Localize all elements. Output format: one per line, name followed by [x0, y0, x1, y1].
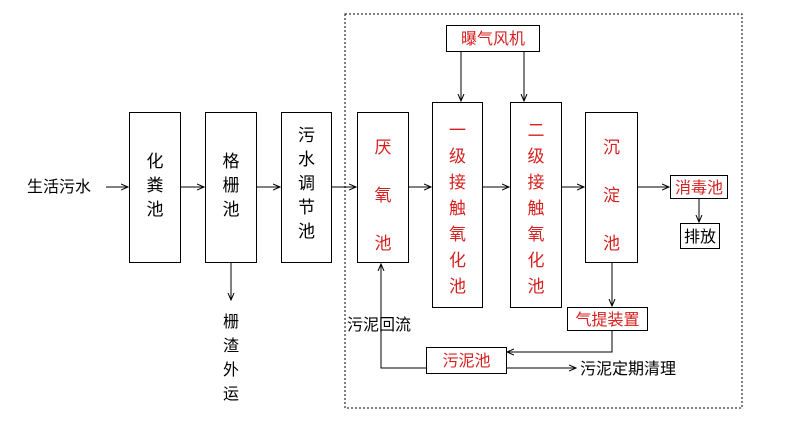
treatment-boundary — [344, 13, 743, 409]
sludge-return-label: 污泥回流 — [347, 315, 412, 334]
vertical-char: 接 — [449, 173, 466, 193]
vertical-char: 节 — [298, 198, 315, 218]
vertical-char: 池 — [146, 200, 164, 220]
arrow-sludge-return — [381, 264, 426, 369]
grille-residue-label: 栅渣外运 — [222, 310, 240, 406]
secondary-contact-oxidation-box: 二级接触氧化池 — [510, 102, 562, 308]
vertical-char: 触 — [527, 199, 545, 219]
vertical-char: 池 — [527, 277, 545, 297]
vertical-char: 二 — [527, 121, 545, 141]
primary-contact-oxidation-label: 一级接触氧化池 — [433, 118, 482, 300]
vertical-char: 污 — [298, 126, 315, 146]
discharge-box: 排放 — [680, 223, 720, 249]
grille-tank-box: 格栅池 — [205, 112, 257, 263]
sedimentation-tank-label: 沉淀池 — [586, 124, 637, 268]
vertical-char: 池 — [603, 234, 620, 254]
vertical-char: 级 — [449, 147, 466, 167]
vertical-char: 氧 — [527, 225, 545, 245]
vertical-char: 池 — [449, 277, 466, 297]
vertical-char: 池 — [298, 222, 315, 242]
vertical-char: 调 — [298, 174, 315, 194]
vertical-char: 格 — [222, 152, 240, 172]
primary-contact-oxidation-box: 一级接触氧化池 — [432, 102, 483, 308]
vertical-char: 粪 — [146, 176, 164, 196]
anaerobic-tank-label: 厌氧池 — [358, 124, 408, 268]
vertical-char: 氧 — [374, 186, 392, 206]
equalization-tank-label: 污水调节池 — [282, 124, 331, 244]
sludge-cleanup-label: 污泥定期清理 — [580, 359, 677, 378]
disinfection-tank-box: 消毒池 — [670, 175, 728, 199]
vertical-char: 栅 — [222, 312, 239, 331]
secondary-contact-oxidation-label: 二级接触氧化池 — [511, 118, 561, 300]
air-lift-device-box: 气提装置 — [567, 307, 648, 331]
vertical-char: 级 — [527, 147, 545, 167]
vertical-char: 外 — [222, 360, 239, 379]
vertical-char: 氧 — [449, 225, 466, 245]
septic-tank-label: 化粪池 — [130, 150, 180, 222]
vertical-char: 一 — [449, 121, 466, 141]
vertical-char: 化 — [449, 251, 466, 271]
vertical-char: 化 — [146, 152, 164, 172]
vertical-char: 接 — [527, 173, 545, 193]
vertical-char: 触 — [449, 199, 466, 219]
vertical-char: 渣 — [222, 336, 239, 355]
vertical-char: 运 — [222, 384, 239, 403]
vertical-char: 栅 — [222, 176, 240, 196]
vertical-char: 厌 — [374, 138, 392, 158]
inlet-label: 生活污水 — [27, 177, 92, 196]
vertical-char: 池 — [222, 200, 240, 220]
septic-tank-box: 化粪池 — [129, 112, 181, 263]
equalization-tank-box: 污水调节池 — [281, 112, 332, 263]
vertical-char: 水 — [298, 150, 315, 170]
vertical-char: 沉 — [603, 138, 620, 158]
aeration-blower-box: 曝气风机 — [446, 25, 540, 52]
vertical-char: 淀 — [603, 186, 620, 206]
sedimentation-tank-box: 沉淀池 — [585, 112, 638, 263]
vertical-char: 池 — [374, 234, 392, 254]
arrow-airlift-sludge — [507, 331, 613, 352]
grille-tank-label: 格栅池 — [206, 150, 256, 222]
sludge-tank-box: 污泥池 — [426, 347, 507, 374]
vertical-char: 化 — [527, 251, 545, 271]
anaerobic-tank-box: 厌氧池 — [357, 112, 409, 263]
